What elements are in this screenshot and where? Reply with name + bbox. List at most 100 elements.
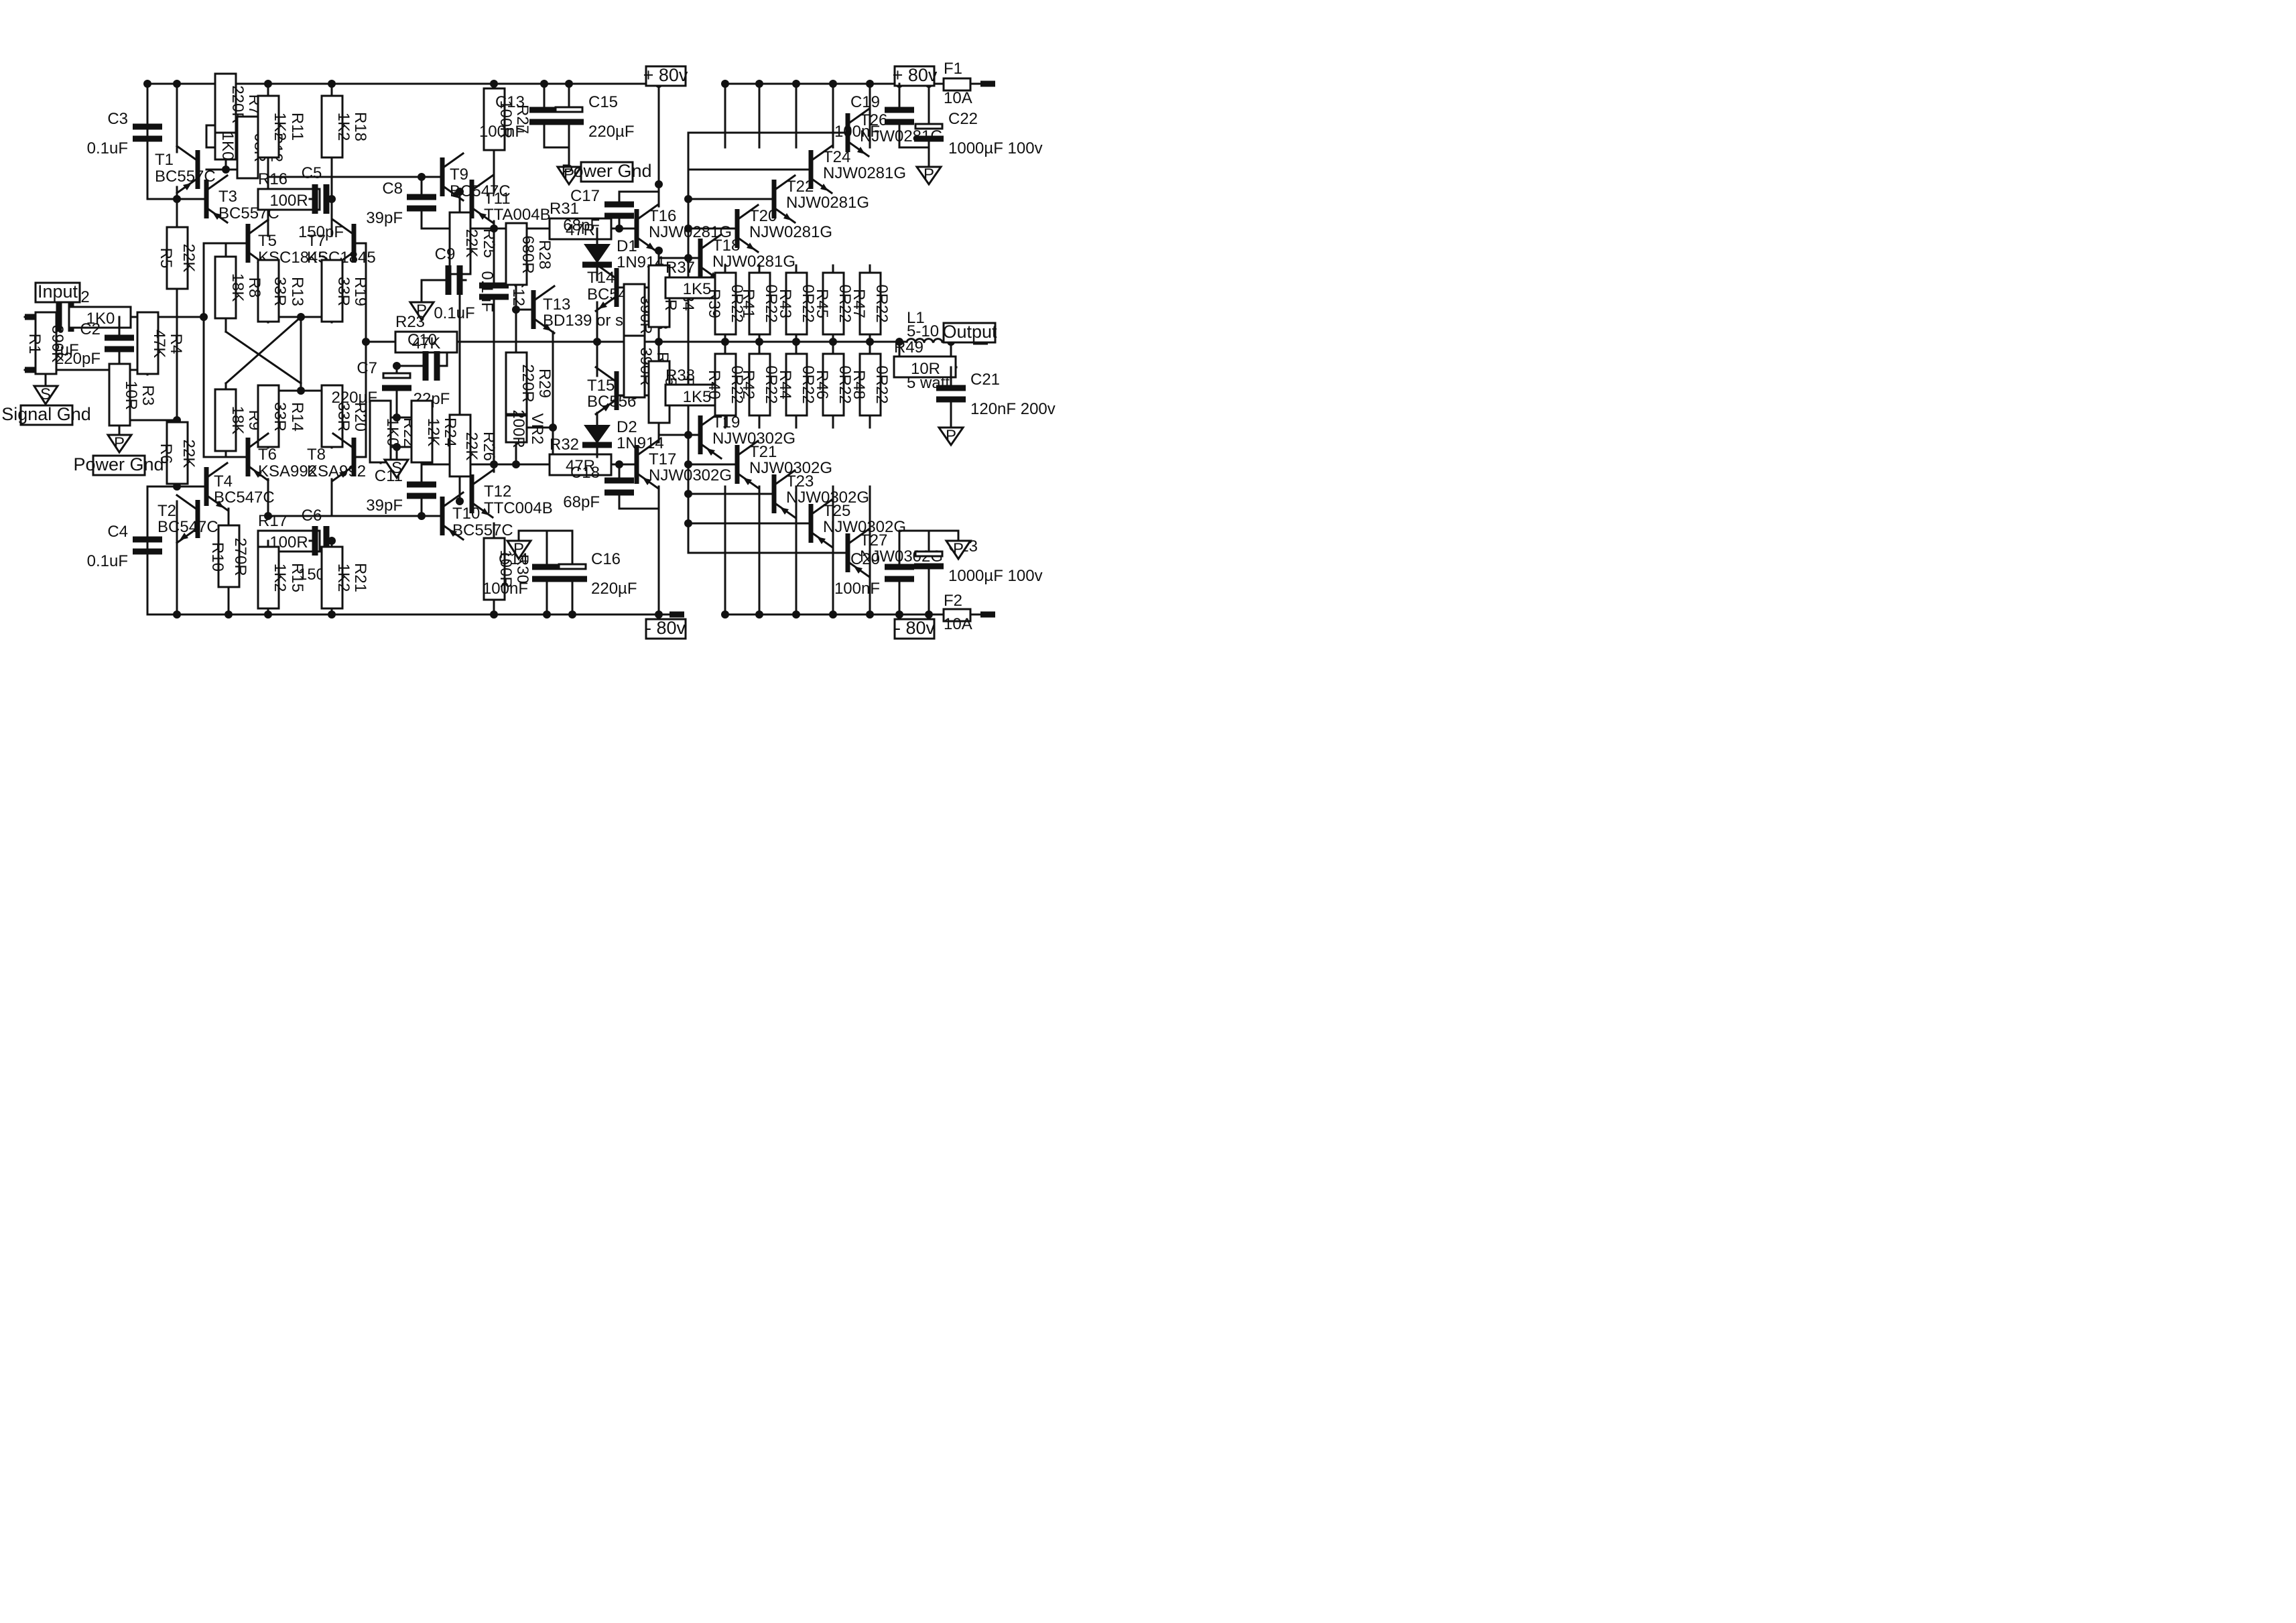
resistor-value: 0R22: [799, 365, 817, 403]
capacitor-value: 0.1uF: [434, 304, 474, 322]
capacitor-value: 100nF: [834, 580, 880, 598]
resistor-value: 10R: [911, 360, 940, 378]
capacitor-value: 150pF: [298, 223, 344, 241]
resistor-value: 1K2: [334, 564, 353, 592]
transistor-part: TTC004B: [484, 499, 553, 517]
capacitor-c15: C15 220µF: [554, 82, 635, 149]
power-gnd-c22: P: [915, 166, 943, 186]
capacitor-value: 1000µF 100v: [948, 567, 1043, 585]
resistor-r39: 0R22 R39: [705, 264, 746, 343]
resistor-value: 1K2: [271, 564, 289, 592]
capacitor-ref: C4: [107, 523, 128, 541]
resistor-value: 18K: [229, 406, 247, 435]
resistor-ref: R44: [776, 370, 794, 399]
resistor-value: 47K: [412, 334, 441, 352]
resistor-ref: R23: [395, 313, 425, 331]
resistor-value: 100R: [497, 549, 515, 588]
resistor-value: 22K: [180, 244, 198, 273]
transistor-part: NJW0302G: [649, 466, 732, 484]
resistor-ref: R47: [850, 289, 868, 318]
power-gnd-label-1: Power Gnd: [73, 454, 164, 476]
resistor-ref: R10: [208, 542, 227, 572]
resistor-ref: R16: [258, 170, 288, 188]
capacitor-ref: C13: [495, 93, 525, 111]
fuse-value: 10A: [944, 89, 972, 107]
capacitor-ref: C6: [302, 507, 322, 525]
capacitor-ref: C15: [588, 93, 618, 111]
resistor-ref: R29: [535, 369, 554, 398]
resistor-value: 0R22: [762, 365, 780, 403]
resistor-value: 0R22: [728, 365, 746, 403]
transistor-part: TTA004B: [484, 206, 551, 224]
resistor-ref: R49: [894, 338, 923, 356]
resistor-value: 22K: [462, 432, 481, 461]
gnd-letter: S: [40, 385, 51, 403]
transistor-part: BC547C: [214, 489, 275, 507]
transistor-ref: T4: [214, 472, 233, 491]
resistor-ref: R11: [288, 113, 306, 141]
resistor-ref: R24: [441, 417, 459, 447]
power-gnd-label-1-text: Power Gnd: [73, 454, 164, 474]
resistor-ref: R20: [351, 402, 369, 432]
resistor-ref: R27: [513, 105, 531, 134]
resistor-ref: R43: [776, 289, 794, 318]
resistor-value: 1K2: [334, 113, 353, 141]
transistor-ref: T1: [155, 151, 174, 169]
resistor-ref: R28: [535, 240, 554, 269]
resistor-ref: R1: [25, 334, 44, 354]
resistor-value: 100R: [269, 192, 308, 210]
resistor-ref: R15: [288, 563, 306, 592]
gnd-letter: P: [564, 166, 574, 184]
resistor-value: 0R22: [762, 284, 780, 322]
power-gnd-label-2-text: Power Gnd: [561, 161, 651, 181]
capacitor-value: 100nF: [483, 580, 528, 598]
resistor-value: 0R22: [728, 284, 746, 322]
resistor-value: 33R: [334, 277, 353, 306]
capacitor-value: 220µF: [588, 123, 635, 141]
resistor-value: 10R: [122, 381, 140, 410]
transistor-ref: T2: [157, 502, 176, 520]
transistor-part: KSA992: [258, 462, 317, 480]
power-gnd-c16: P: [505, 539, 533, 561]
resistor-ref: R6: [157, 444, 175, 464]
resistor-value: 0R22: [873, 365, 891, 403]
transistor-part: NJW0281G: [712, 253, 795, 271]
resistor-ref: R39: [705, 289, 723, 318]
transistor-ref: T26: [860, 111, 887, 129]
resistor-value: 0R22: [836, 284, 854, 322]
transistor-ref: T16: [649, 207, 676, 225]
signal-gnd-label: Signal Gnd: [1, 404, 91, 426]
capacitor-value: 220pF: [55, 350, 101, 368]
output-label-text: Output: [942, 322, 997, 342]
gnd-letter: P: [923, 166, 934, 184]
resistor-value: 100R: [497, 100, 515, 138]
transistor-ref: T15: [587, 377, 615, 395]
resistor-value: 33R: [334, 402, 353, 432]
capacitor-ref: C19: [850, 93, 880, 111]
resistor-ref: R42: [739, 370, 757, 399]
diode-ref: D2: [617, 418, 637, 436]
